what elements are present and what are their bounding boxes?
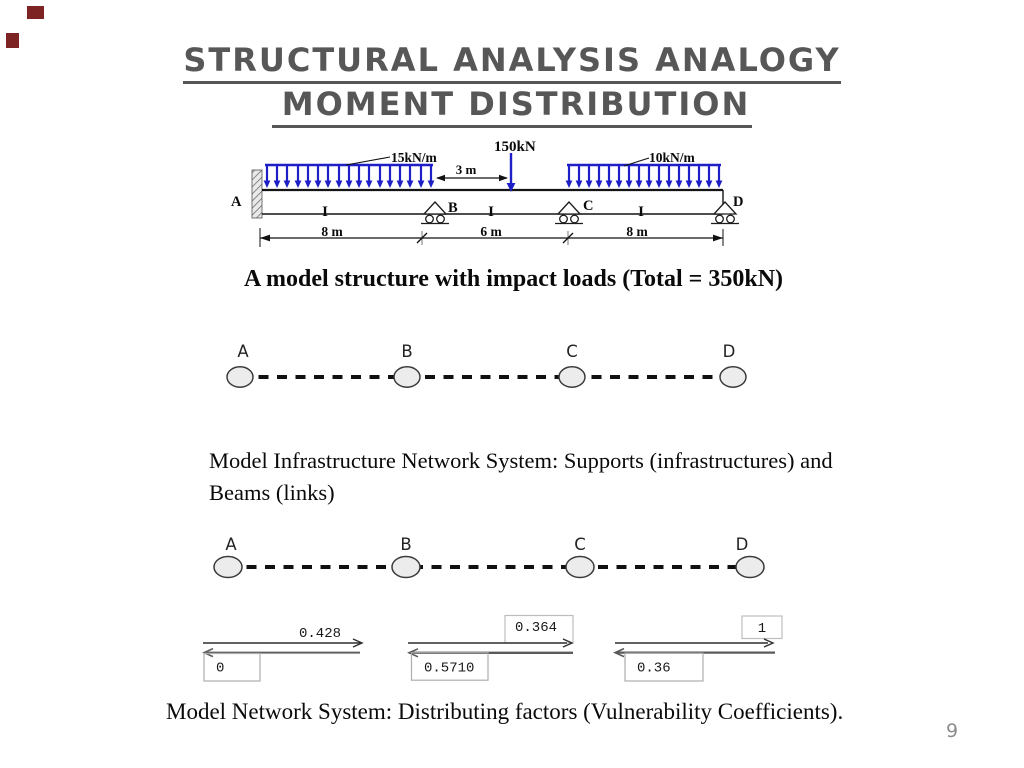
udl-left-arrows bbox=[262, 163, 436, 190]
page-number: 9 bbox=[946, 720, 959, 742]
network-bottom-label-d: D bbox=[736, 535, 749, 554]
factor-group-ab: 0.428 0 bbox=[202, 626, 364, 682]
support-d-label: D bbox=[733, 194, 743, 210]
factor-bc-forward: 0.364 bbox=[515, 620, 557, 636]
point-load-label: 150kN bbox=[494, 139, 536, 155]
span-dim-2: 6 m bbox=[480, 224, 502, 239]
network-diagram-top: A B C D bbox=[226, 342, 747, 388]
factor-ab-forward: 0.428 bbox=[299, 626, 341, 642]
beam-caption: A model structure with impact loads (Tot… bbox=[244, 266, 784, 292]
factor-group-cd: 1 0.36 bbox=[613, 615, 783, 682]
network-caption-line-1: Model Infrastructure Network System: Sup… bbox=[209, 448, 833, 473]
support-c-label: C bbox=[583, 198, 593, 214]
factor-cd-backward: 0.36 bbox=[637, 661, 671, 677]
inertia-label-3: I bbox=[638, 204, 644, 220]
title-line-2: MOMENT DISTRIBUTION bbox=[271, 84, 753, 128]
factor-group-bc: 0.364 0.5710 bbox=[407, 614, 574, 681]
support-a-label: A bbox=[231, 194, 242, 210]
network-top-nodes bbox=[226, 366, 747, 388]
span-dim-3: 8 m bbox=[626, 224, 648, 239]
udl-left-label: 15kN/m bbox=[391, 150, 438, 165]
corner-decoration-left bbox=[6, 33, 19, 48]
network-top-label-a: A bbox=[237, 342, 249, 361]
offset-dimension bbox=[436, 174, 508, 182]
network-bottom-label-b: B bbox=[400, 535, 411, 554]
distribution-factors-diagram: 0.428 0 0.364 0.5710 1 0.36 bbox=[202, 614, 783, 682]
factor-cd-forward: 1 bbox=[758, 621, 766, 637]
factors-caption: Model Network System: Distributing facto… bbox=[166, 699, 844, 724]
title-line-1: STRUCTURAL ANALYSIS ANALOGY bbox=[183, 40, 841, 84]
udl-right-label: 10kN/m bbox=[649, 150, 696, 165]
network-diagram-bottom: A B C D bbox=[213, 535, 765, 579]
network-top-label-b: B bbox=[401, 342, 412, 361]
roller-support-c bbox=[554, 201, 584, 225]
point-load-arrow bbox=[506, 153, 516, 192]
roller-support-b bbox=[420, 201, 450, 225]
beam-diagram: 150kN 15kN/m 10kN/m 3 m A B C D I I I 8 … bbox=[231, 139, 743, 247]
support-b-label: B bbox=[448, 200, 458, 216]
leader-udl-left bbox=[345, 156, 391, 166]
corner-decoration-top bbox=[27, 6, 44, 19]
offset-dim-label: 3 m bbox=[456, 162, 477, 177]
leader-udl-right bbox=[623, 157, 650, 167]
network-bottom-label-a: A bbox=[225, 535, 237, 554]
network-caption-line-2: Beams (links) bbox=[209, 479, 335, 505]
factor-bc-backward: 0.5710 bbox=[424, 661, 474, 677]
factor-ab-backward: 0 bbox=[216, 661, 224, 677]
fixed-support-wall bbox=[251, 169, 263, 219]
udl-right-arrows bbox=[564, 163, 724, 190]
network-top-label-d: D bbox=[723, 342, 736, 361]
network-bottom-nodes bbox=[213, 555, 765, 579]
span-dimension-line bbox=[259, 228, 724, 247]
inertia-label-2: I bbox=[488, 204, 494, 220]
network-top-label-c: C bbox=[566, 342, 578, 361]
inertia-label-1: I bbox=[322, 204, 328, 220]
network-bottom-label-c: C bbox=[574, 535, 586, 554]
span-dim-1: 8 m bbox=[321, 224, 343, 239]
slide-title: STRUCTURAL ANALYSIS ANALOGY MOMENT DISTR… bbox=[0, 40, 1024, 128]
network-caption: Model Infrastructure Network System: Sup… bbox=[209, 445, 833, 508]
